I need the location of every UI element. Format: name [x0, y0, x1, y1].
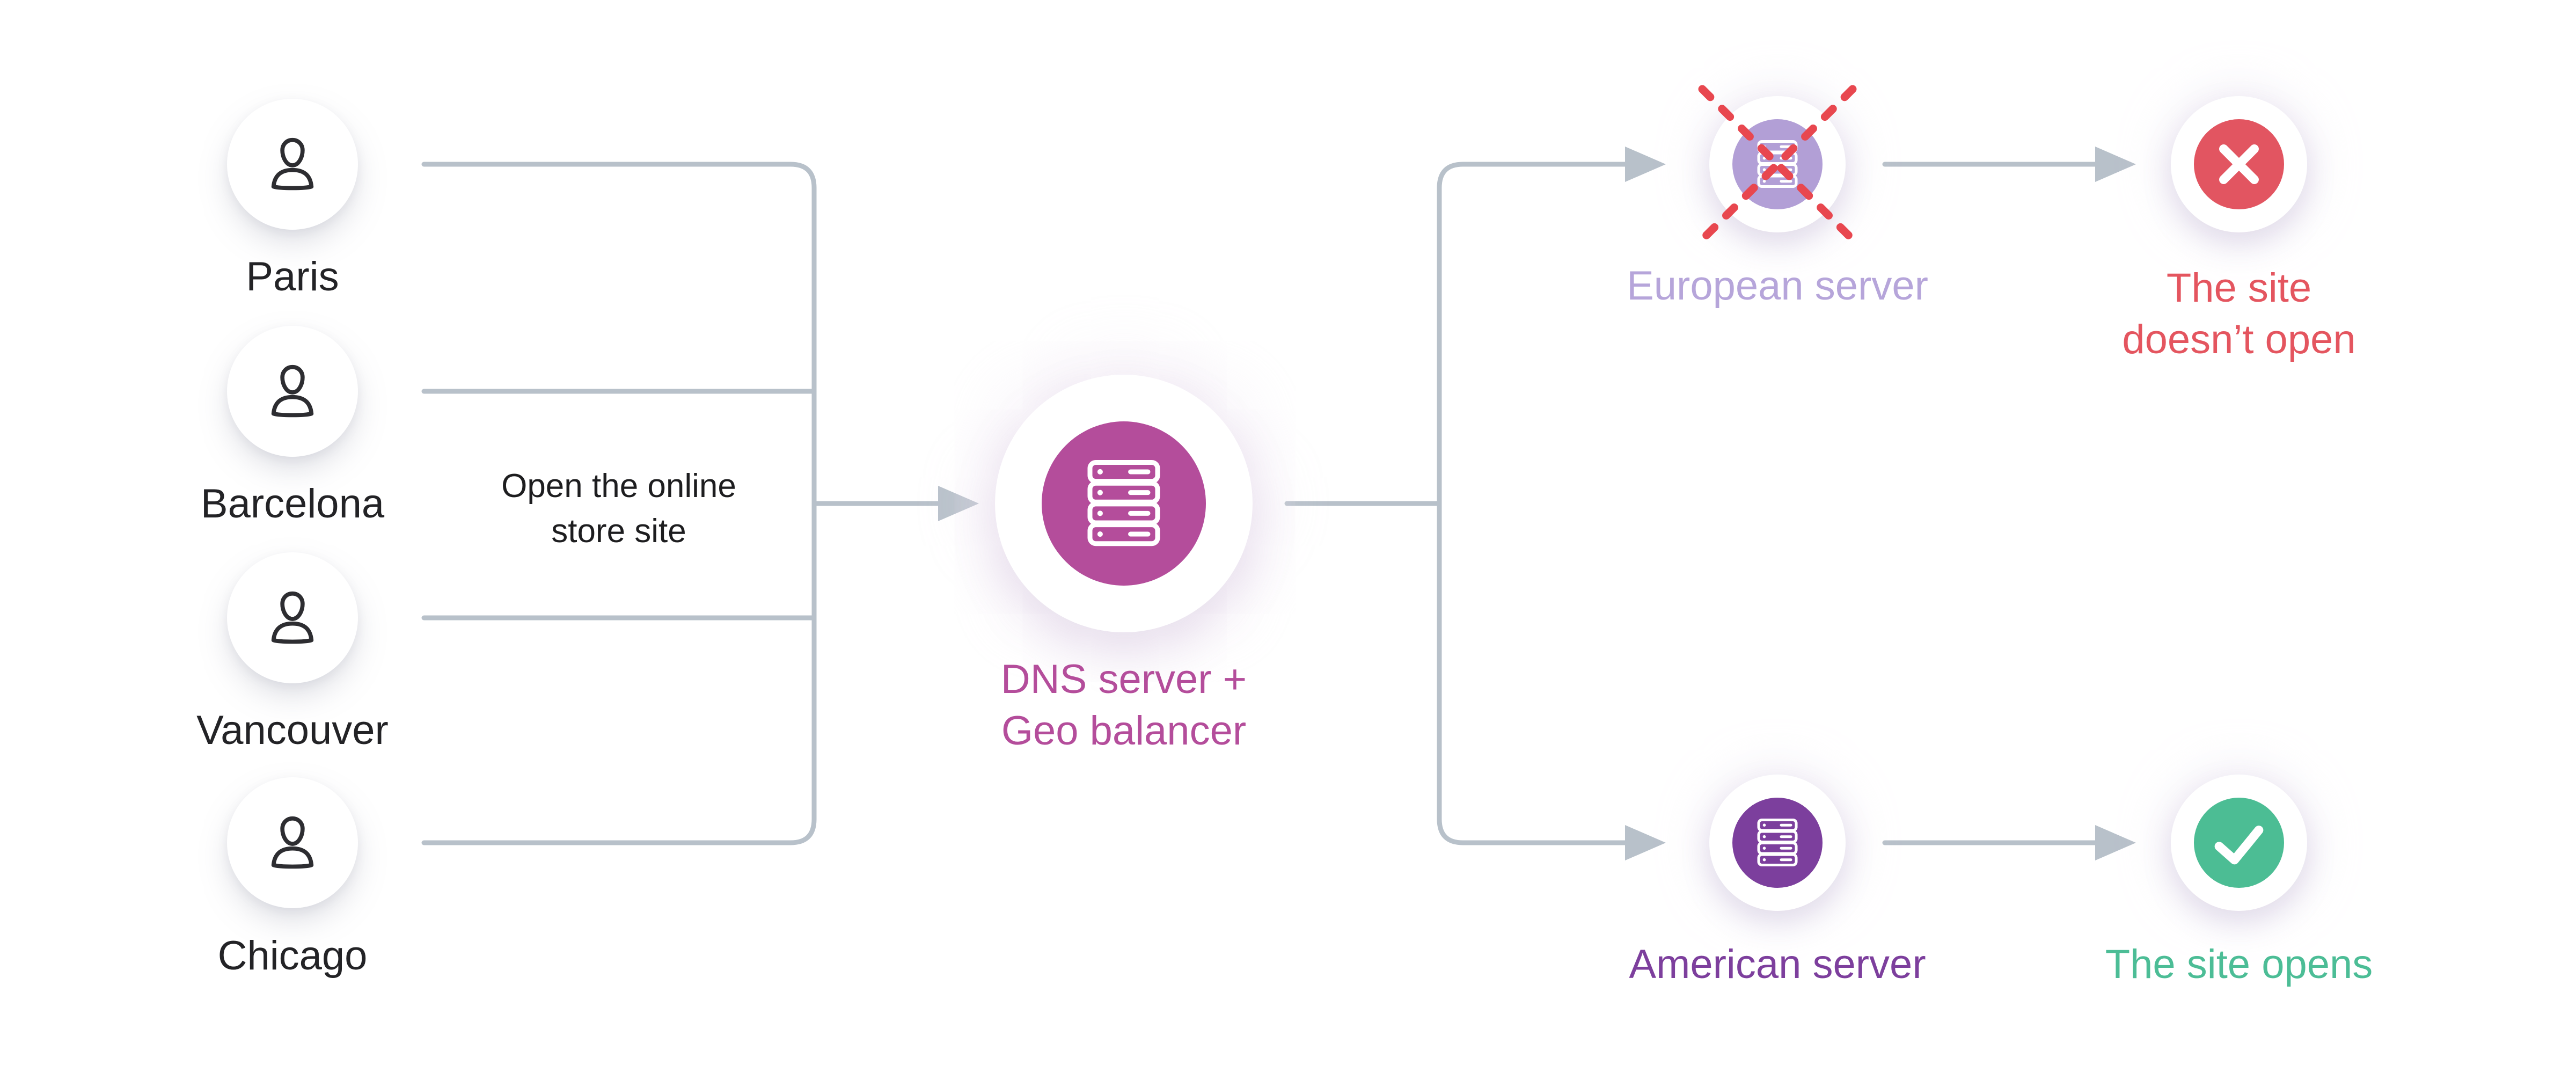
check-mark-icon [2214, 826, 2264, 865]
user-node-chicago [227, 777, 358, 908]
arrowhead-to-european [1625, 147, 1666, 182]
success-result-node [2171, 775, 2307, 911]
person-icon [259, 358, 326, 425]
city-label-chicago: Chicago [217, 933, 368, 979]
arrowhead-to-american [1625, 825, 1666, 860]
success-circle [2194, 798, 2284, 888]
person-icon [259, 131, 326, 198]
user-node-barcelona [227, 326, 358, 457]
dns-server-label: DNS server + Geo balancer [1000, 656, 1247, 754]
branch-to-american-line [1437, 501, 1628, 845]
success-result-label: The site opens [2105, 942, 2373, 987]
dns-server-circle [1042, 421, 1206, 586]
fail-result-node [2171, 96, 2307, 232]
server-rack-icon [1075, 455, 1172, 552]
user-node-paris [227, 99, 358, 230]
arrowhead-to-fail [2095, 147, 2136, 182]
request-annotation: Open the online store site [501, 468, 736, 550]
american-server-node [1709, 775, 1846, 911]
fail-result-label: The site doesn’t open [2122, 265, 2356, 362]
dns-server-node [995, 375, 1253, 632]
arrowhead-to-success [2095, 825, 2136, 860]
branch-to-european-line [1437, 162, 1628, 506]
user-node-vancouver [227, 552, 358, 683]
server-rack-icon [1751, 816, 1804, 870]
x-mark-icon [2219, 144, 2259, 184]
city-label-vancouver: Vancouver [196, 707, 389, 753]
fail-circle [2194, 119, 2284, 209]
american-server-label: American server [1629, 942, 1926, 987]
american-server-circle [1732, 798, 1823, 888]
arrowhead-to-dns [938, 486, 979, 521]
european-server-label: European server [1627, 263, 1928, 309]
city-label-paris: Paris [246, 254, 339, 300]
red-dashed-cross-icon [1698, 85, 1857, 244]
person-icon [259, 809, 326, 876]
person-icon [259, 585, 326, 651]
city-label-barcelona: Barcelona [200, 481, 385, 527]
